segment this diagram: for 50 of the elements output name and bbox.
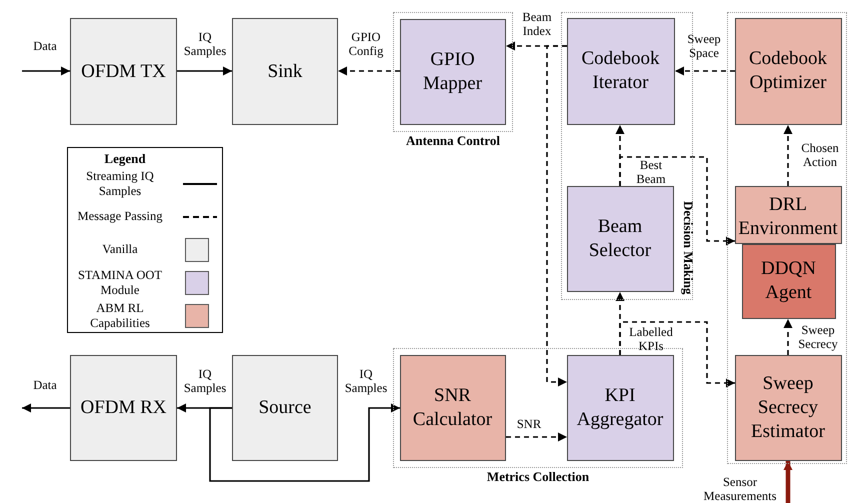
legend-label: STAMINA OOT Module (76, 268, 164, 298)
legend-label: Streaming IQ Samples (85, 168, 155, 198)
edge-label: Best Beam (636, 158, 666, 186)
dashed-arrow (619, 321, 735, 388)
process-box: Beam Selector (566, 186, 674, 292)
edge-label: Labelled KPIs (629, 325, 673, 353)
edge-label: Data (33, 378, 57, 392)
group-title: Decision Making (680, 201, 696, 295)
group-frame (727, 12, 847, 464)
dashed-arrow (506, 432, 567, 442)
dashed-arrow (784, 319, 792, 355)
process-box: Source (232, 355, 338, 461)
dashed-arrow (784, 125, 792, 186)
edge-label: IQ Samples (344, 367, 388, 395)
group-title: Antenna Control (406, 133, 500, 149)
edge-label: Sweep Secrecy (798, 323, 838, 351)
edge-label: Sweep Space (687, 32, 721, 60)
legend-title: Legend (103, 151, 147, 167)
arrow (22, 404, 70, 412)
process-box: Codebook Optimizer (734, 18, 842, 124)
edge-label: GPIO Config (348, 30, 384, 58)
edge-label: Sensor Measurements (704, 475, 776, 503)
dashed-arrow (675, 66, 735, 76)
legend-label: Vanilla (101, 242, 139, 257)
edge-label: IQ Samples (184, 30, 226, 58)
process-box: Sweep Secrecy Estimator (734, 354, 842, 460)
edge-label: Chosen Action (801, 141, 839, 169)
dashed-arrow (546, 45, 567, 386)
edge-label: IQ Samples (184, 367, 226, 395)
arrow (209, 404, 400, 482)
edge-label: SNR (516, 417, 542, 431)
process-box: Sink (232, 18, 338, 125)
process-box: Codebook Iterator (566, 18, 674, 124)
group-title: Metrics Collection (486, 469, 590, 485)
dashed-arrow (338, 66, 400, 76)
dashed-arrow (619, 156, 735, 246)
process-box: SNR Calculator (400, 354, 506, 460)
edge-label: Beam Index (522, 10, 552, 38)
legend-label: ABM RL Capabilities (89, 300, 151, 330)
process-box: DDQN Agent (742, 244, 836, 318)
process-box: KPI Aggregator (566, 354, 674, 460)
process-box: GPIO Mapper (400, 18, 506, 124)
thick-arrow (784, 461, 792, 503)
arrow (22, 66, 70, 76)
legend-label: Message Passing (76, 209, 164, 224)
process-box: OFDM TX (70, 18, 177, 125)
edge-label: Data (33, 39, 57, 53)
process-box: DRL Environment (734, 186, 842, 244)
process-box: OFDM RX (70, 355, 177, 461)
arrow (177, 66, 232, 76)
